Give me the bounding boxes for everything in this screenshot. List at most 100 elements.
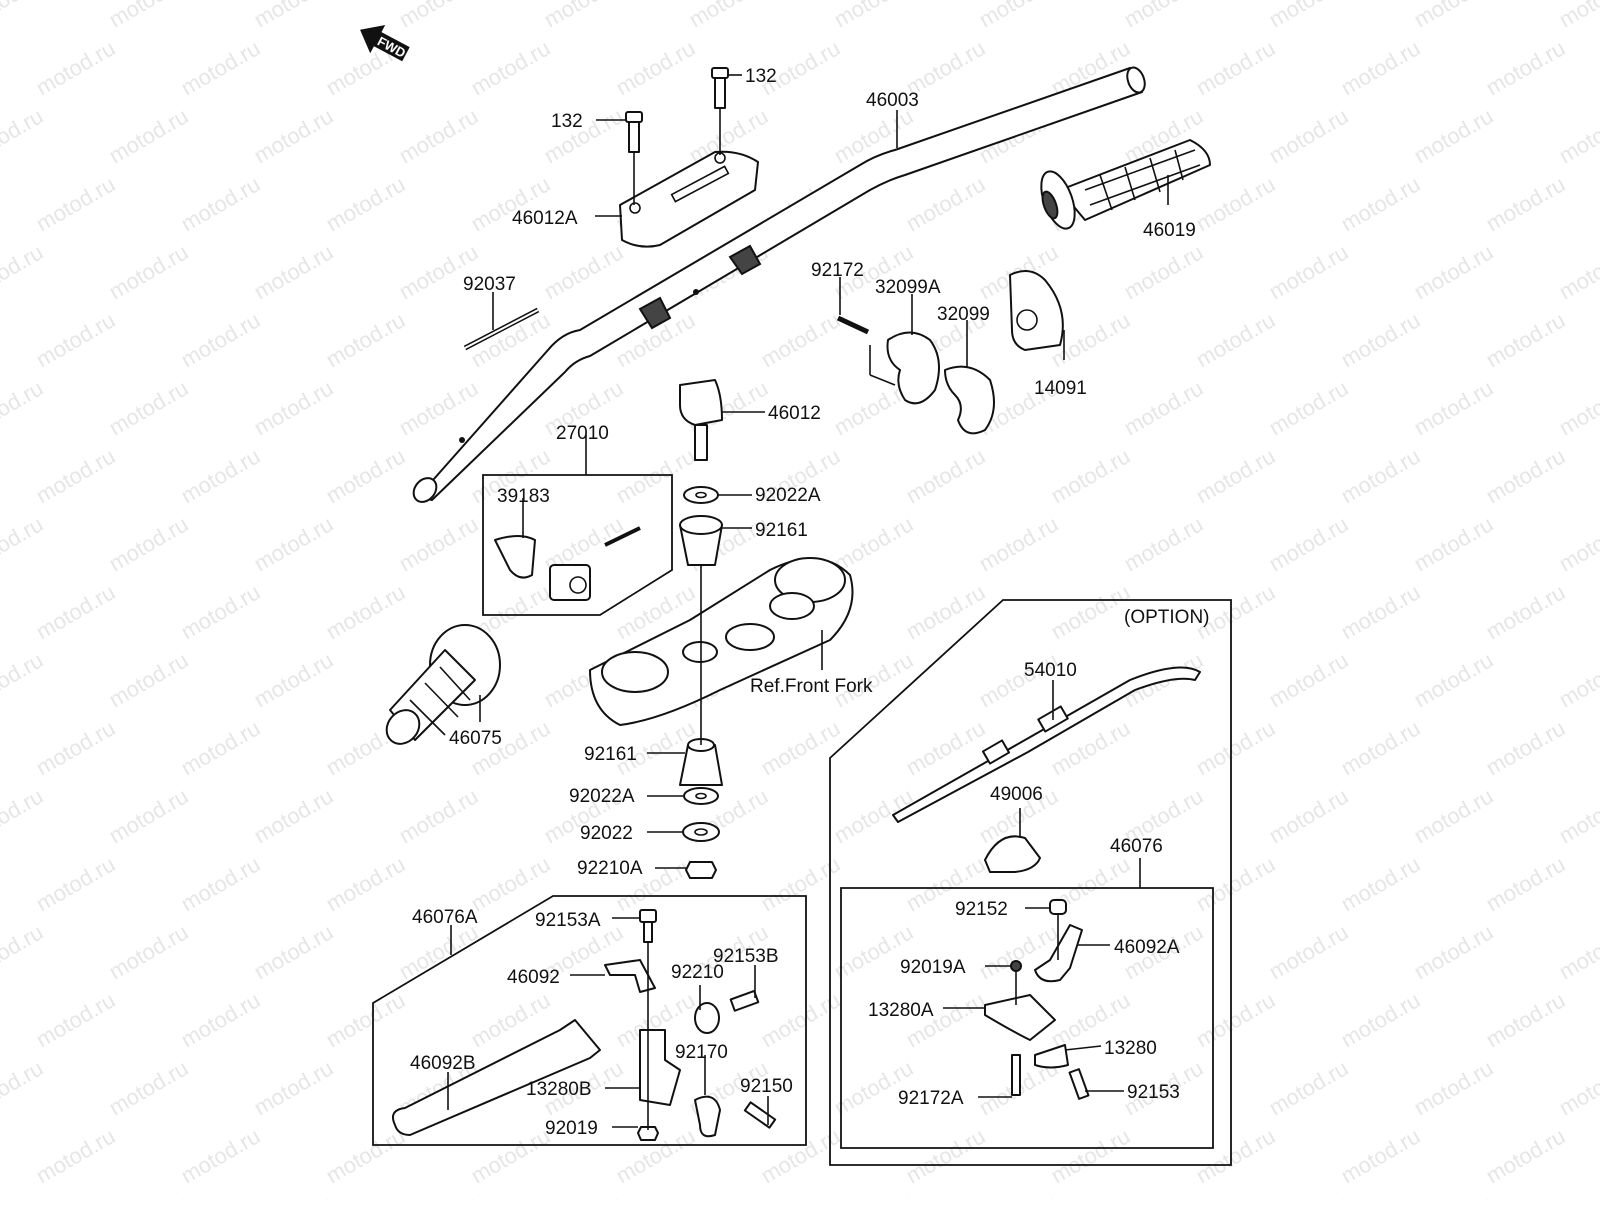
watermark-text: motod.ru [1410, 103, 1498, 168]
watermark-text: motod.ru [250, 0, 338, 32]
watermark-text: motod.ru [1192, 443, 1280, 508]
watermark-text: motod.ru [105, 375, 193, 440]
watermark-text: motod.ru [1482, 171, 1570, 236]
watermark-text: motod.ru [177, 443, 265, 508]
watermark-text: motod.ru [1482, 443, 1570, 508]
watermark-text: motod.ru [1265, 239, 1353, 304]
watermark-text: motod.ru [467, 851, 555, 916]
label-39183: 39183 [497, 486, 550, 507]
leader-lines [447, 74, 1169, 1130]
watermark-text: motod.ru [32, 715, 120, 780]
watermark-text: motod.ru [1265, 919, 1353, 984]
label-46092B: 46092B [410, 1053, 476, 1074]
watermark-text: motod.ru [395, 511, 483, 576]
watermark-text: motod.ru [902, 443, 990, 508]
watermark-text: motod.ru [1120, 239, 1208, 304]
label-54010: 54010 [1024, 660, 1077, 681]
watermark-text: motod.ru [0, 0, 47, 32]
watermark-text: motod.ru [177, 171, 265, 236]
watermark-text: motod.ru [1337, 715, 1425, 780]
washer-92022A-bottom [683, 787, 719, 805]
watermark-text: motod.ru [1265, 1191, 1353, 1200]
label-92153B: 92153B [713, 946, 779, 967]
label-13280: 13280 [1104, 1038, 1157, 1059]
watermark-text: motod.ru [1482, 1123, 1570, 1188]
label-92037: 92037 [463, 274, 516, 295]
label-46012A: 46012A [512, 208, 578, 229]
watermark-text: motod.ru [1047, 443, 1135, 508]
watermark-text: motod.ru [830, 511, 918, 576]
label-92172A: 92172A [898, 1088, 964, 1109]
watermark-text: motod.ru [540, 0, 628, 32]
watermark-text: motod.ru [1482, 307, 1570, 372]
label-13280A: 13280A [868, 1000, 934, 1021]
watermark-text: motod.ru [975, 0, 1063, 32]
watermark-text: motod.ru [0, 375, 47, 440]
washer-92022A-top [683, 486, 719, 504]
label-32099: 32099 [937, 304, 990, 325]
watermark-text: motod.ru [685, 1191, 773, 1200]
label-46092A: 46092A [1114, 937, 1180, 958]
watermark-text: motod.ru [1192, 171, 1280, 236]
watermark-text: motod.ru [902, 171, 990, 236]
watermark-text: motod.ru [105, 919, 193, 984]
watermark-text: motod.ru [1337, 851, 1425, 916]
watermark-text: motod.ru [1192, 715, 1280, 780]
grip-46075 [385, 624, 501, 745]
watermark-text: motod.ru [1555, 1055, 1600, 1120]
watermark-text: motod.ru [250, 783, 338, 848]
cover-14091 [1009, 270, 1064, 351]
watermark-text: motod.ru [1192, 851, 1280, 916]
handlebar-clamp-46012A [619, 150, 759, 248]
watermark-text: motod.ru [1410, 0, 1498, 32]
watermark-text: motod.ru [395, 0, 483, 32]
watermark-text: motod.ru [177, 307, 265, 372]
watermark-text: motod.ru [177, 851, 265, 916]
watermark-text: motod.ru [757, 1123, 845, 1188]
watermark-text: motod.ru [1410, 1191, 1498, 1200]
switch-kit-27010-box [482, 474, 673, 616]
watermark-text: motod.ru [1120, 375, 1208, 440]
label-46019: 46019 [1143, 220, 1196, 241]
watermark-text: motod.ru [612, 35, 700, 100]
watermark-text: motod.ru [1482, 715, 1570, 780]
watermark-text: motod.ru [105, 511, 193, 576]
watermark-text: motod.ru [322, 987, 410, 1052]
watermark-text: motod.ru [1265, 511, 1353, 576]
nut-92210A [685, 861, 717, 879]
label-92019: 92019 [545, 1118, 598, 1139]
washer-92022 [682, 822, 720, 842]
watermark-text: motod.ru [1192, 1123, 1280, 1188]
label-92161-top: 92161 [755, 520, 808, 541]
watermark-text: motod.ru [0, 239, 47, 304]
watermark-text: motod.ru [757, 307, 845, 372]
watermark-text: motod.ru [1482, 987, 1570, 1052]
watermark-text: motod.ru [177, 987, 265, 1052]
watermark-text: motod.ru [32, 851, 120, 916]
screw-92172 [836, 315, 870, 335]
watermark-text: motod.ru [685, 0, 773, 32]
option-box [829, 599, 1232, 1166]
watermark-text: motod.ru [1120, 1191, 1208, 1200]
watermark-text: motod.ru [0, 783, 47, 848]
watermark-text: motod.ru [32, 1123, 120, 1188]
watermark-text: motod.ru [1192, 307, 1280, 372]
watermark-text: motod.ru [1482, 579, 1570, 644]
watermark-text: motod.ru [1410, 1055, 1498, 1120]
label-32099A: 32099A [875, 277, 941, 298]
watermark-text: motod.ru [1410, 511, 1498, 576]
throttle-housing-32099 [944, 365, 995, 435]
upper-triple-clamp [589, 557, 854, 726]
watermark-text: motod.ru [250, 103, 338, 168]
watermark-text: motod.ru [395, 783, 483, 848]
watermark-text: motod.ru [322, 443, 410, 508]
watermark-text: motod.ru [0, 103, 47, 168]
watermark-text: motod.ru [1555, 919, 1600, 984]
label-option: (OPTION) [1124, 607, 1210, 628]
damper-92161-top [679, 515, 723, 566]
watermark-text: motod.ru [1265, 103, 1353, 168]
label-46003: 46003 [866, 90, 919, 111]
label-92153A: 92153A [535, 910, 601, 931]
watermark-text: motod.ru [395, 1191, 483, 1200]
